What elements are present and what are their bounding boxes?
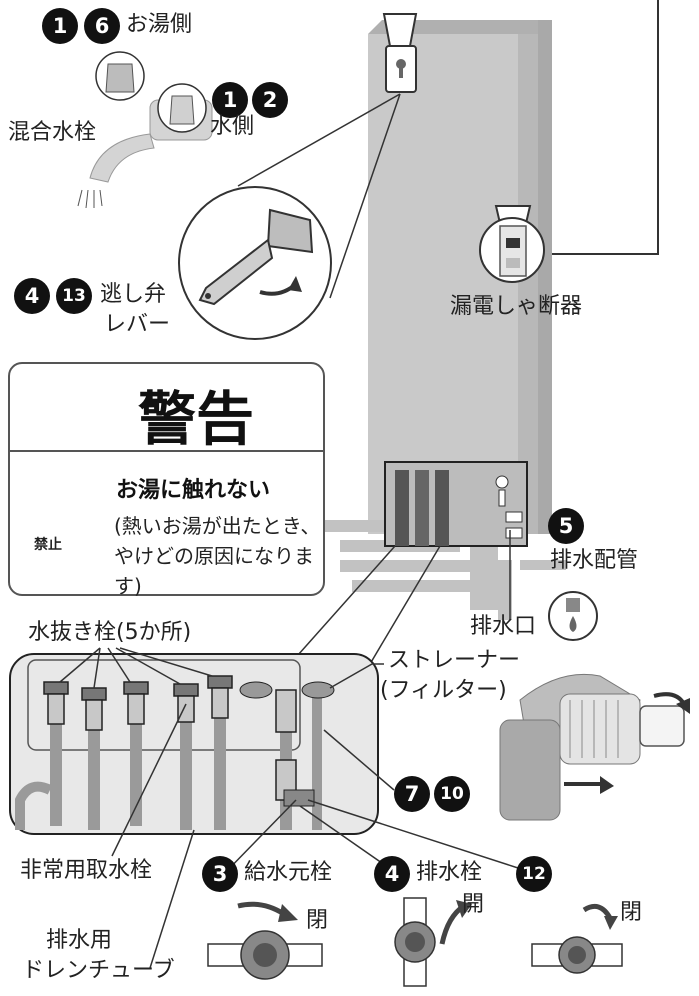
strainer-drawing	[499, 673, 690, 821]
supply-valve-state: 閉	[306, 908, 329, 933]
faucet-water-side-label: 水側	[210, 114, 255, 139]
faucet-label: 混合水栓	[8, 120, 97, 145]
faucet-water-badge-2: 2	[252, 82, 288, 118]
zoom-line-left	[289, 545, 396, 665]
drain-pipe-label: 排水配管	[550, 548, 639, 573]
drain-pipe-badge: 5	[548, 508, 584, 544]
faucet-water-badge-1: 1	[212, 82, 248, 118]
valve-12-badge: 12	[516, 856, 552, 892]
relief-valve-zoom	[178, 93, 401, 340]
drain-plug-state: 開	[462, 892, 485, 917]
drain-plug-label: 排水栓	[416, 860, 483, 885]
emergency-tap-label: 非常用取水栓	[20, 858, 153, 883]
supply-valve-label: 給水元栓	[244, 860, 333, 885]
breaker-device	[479, 205, 545, 283]
prohibit-label: 禁止	[34, 537, 62, 553]
warning-heading: お湯に触れない	[116, 478, 271, 503]
drain-plug-detail	[9, 653, 379, 835]
relief-valve-label-line1: 逃し弁	[100, 282, 167, 307]
unit-lower-panel	[384, 461, 528, 547]
drain-outlet-icon	[509, 530, 598, 641]
drain-plug-valve-icon	[394, 897, 472, 987]
water-drain-plugs-label: 水抜き栓(5か所)	[28, 620, 192, 645]
faucet-drawing	[77, 51, 213, 209]
strainer-badge-1: 7	[394, 776, 430, 812]
strainer-label-line2: (フィルター)	[380, 678, 507, 703]
warning-title: 警告	[138, 385, 255, 453]
supply-valve-badge: 3	[202, 856, 238, 892]
breaker-label: 漏電しゃ断器	[450, 294, 583, 319]
drain-hose-label-line2: ドレンチューブ	[22, 958, 175, 983]
drain-outlet-label: 排水口	[470, 614, 537, 639]
strainer-badge-2: 10	[434, 776, 470, 812]
water-heater-unit	[368, 20, 552, 534]
relief-valve-badge-2: 13	[56, 278, 92, 314]
supply-valve-icon	[207, 901, 323, 980]
faucet-hot-badge-2: 6	[84, 8, 120, 44]
warning-divider	[10, 450, 323, 452]
drain-hose-label-line1: 排水用	[46, 928, 113, 953]
valve-12-state: 閉	[620, 900, 643, 925]
faucet-hot-badge-1: 1	[42, 8, 78, 44]
warning-body: (熱いお湯が出たとき、やけどの原因になります)	[114, 514, 321, 598]
faucet-hot-side-label: お湯側	[126, 12, 193, 37]
warning-box: 警告 禁止 お湯に触れない (熱いお湯が出たとき、やけどの原因になります)	[8, 362, 325, 598]
zoom-line-right	[369, 545, 441, 665]
drain-plug-badge: 4	[374, 856, 410, 892]
relief-valve-housing	[382, 13, 418, 93]
breaker-wire	[552, 0, 659, 255]
relief-valve-badge-1: 4	[14, 278, 50, 314]
relief-valve-label-line2: レバー	[104, 312, 171, 337]
strainer-label-line1: ストレーナー	[388, 648, 521, 673]
valve-12-icon	[531, 903, 623, 974]
